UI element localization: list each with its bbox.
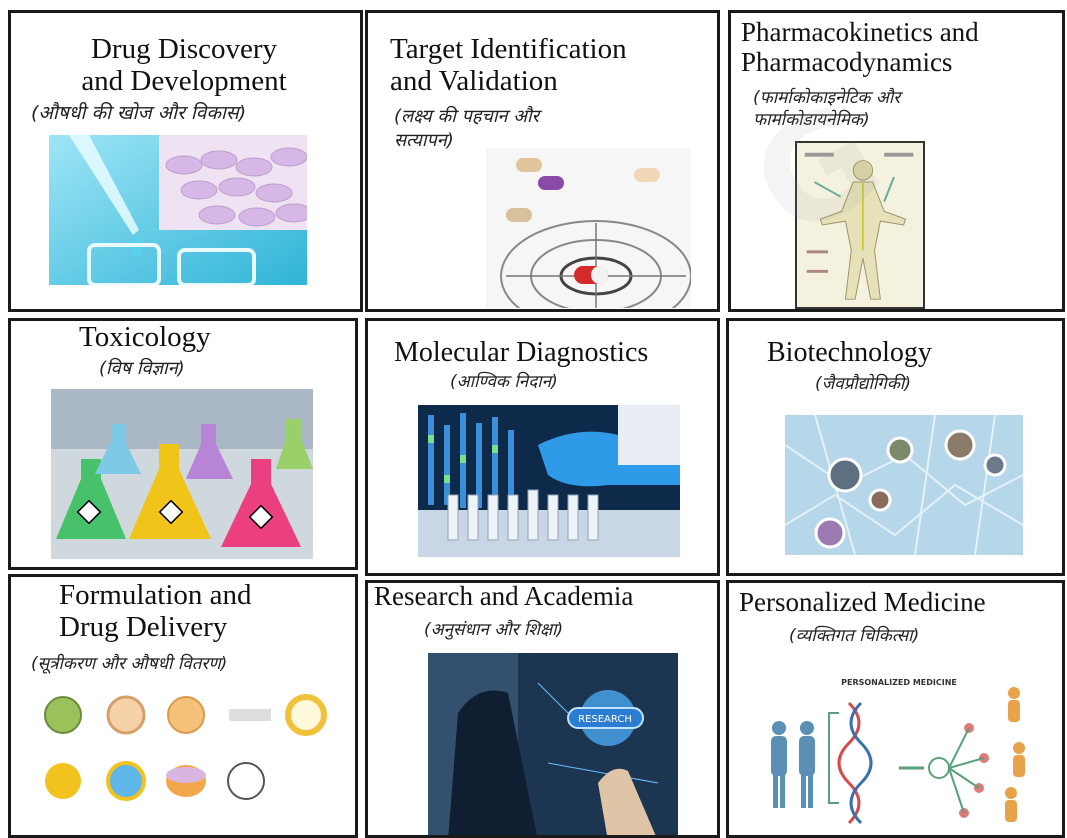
research-button-label: RESEARCH <box>578 714 632 725</box>
hazard-flasks-image <box>51 389 313 559</box>
panel-subtitle: (विष विज्ञान) <box>99 358 185 379</box>
panel-title: Personalized Medicine <box>739 587 986 617</box>
personalized-medicine-image: PERSONALIZED MEDICINE <box>749 673 1049 835</box>
panel-subtitle: (आण्विक निदान) <box>450 372 558 392</box>
cells-network-image <box>785 415 1023 555</box>
panel-personalized-medicine: Personalized Medicine (व्यक्तिगत चिकित्स… <box>726 580 1065 838</box>
panel-subtitle: (फार्माकोकाइनेटिक और फार्माकोडायनेमिक) <box>753 88 901 131</box>
panel-target-identification: Target Identification and Validation (लक… <box>365 10 720 312</box>
panel-toxicology: Toxicology (विष विज्ञान) <box>8 318 358 570</box>
panel-pharmacokinetics: Pharmacokinetics and Pharmacodynamics (फ… <box>728 10 1065 312</box>
panel-subtitle: (व्यक्तिगत चिकित्सा) <box>789 626 920 646</box>
panel-molecular-diagnostics: Molecular Diagnostics (आण्विक निदान) <box>365 318 720 576</box>
panel-drug-discovery: Drug Discovery and Development (औषधी की … <box>8 10 363 312</box>
human-body-diagram-image <box>795 141 925 309</box>
panel-title: Toxicology <box>79 321 211 353</box>
target-capsule-image <box>486 148 691 308</box>
panel-subtitle: (जैवप्रौद्योगिकी) <box>815 374 911 394</box>
nanoparticles-image <box>31 689 341 829</box>
panel-title: Research and Academia <box>374 581 634 611</box>
panel-research-academia: Research and Academia (अनुसंधान और शिक्ष… <box>365 580 720 838</box>
panel-subtitle: (अनुसंधान और शिक्षा) <box>424 620 564 640</box>
lab-test-tubes-image <box>418 405 680 557</box>
panel-biotechnology: Biotechnology (जैवप्रौद्योगिकी) <box>726 318 1065 576</box>
panel-subtitle: (सूत्रीकरण और औषधी वितरण) <box>31 654 228 674</box>
panel-title: Formulation and Drug Delivery <box>59 579 252 644</box>
panel-title: Target Identification and Validation <box>390 33 627 98</box>
panel-subtitle: (औषधी की खोज और विकास) <box>31 102 247 124</box>
pipette-pills-image <box>49 135 307 285</box>
personalized-header-label: PERSONALIZED MEDICINE <box>841 678 957 687</box>
panel-title: Drug Discovery and Development <box>81 33 287 98</box>
panel-formulation: Formulation and Drug Delivery (सूत्रीकरण… <box>8 574 358 838</box>
panel-title: Molecular Diagnostics <box>394 337 649 368</box>
panel-subtitle: (लक्ष्य की पहचान और सत्यापन) <box>394 106 539 152</box>
panel-title: Biotechnology <box>767 337 932 368</box>
research-touchscreen-image: RESEARCH <box>428 653 678 835</box>
panel-title: Pharmacokinetics and Pharmacodynamics <box>741 17 979 78</box>
